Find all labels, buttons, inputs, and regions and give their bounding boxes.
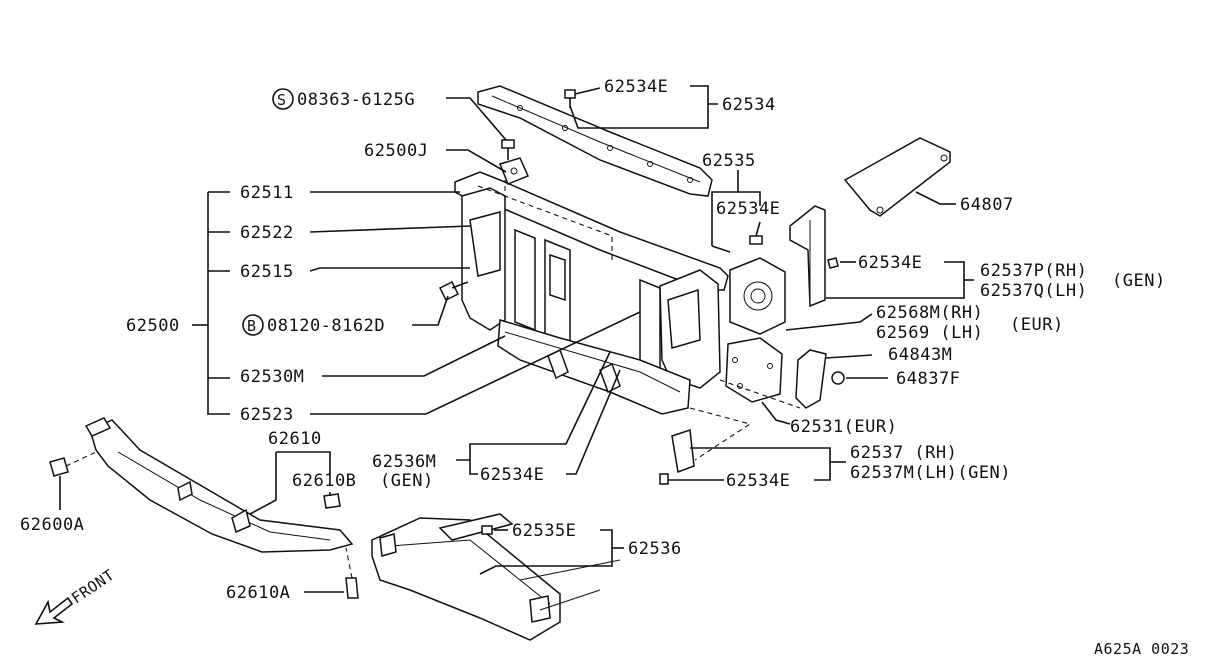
- bracket-64843m: [795, 349, 827, 409]
- bolt-08120-8162d: [438, 280, 469, 302]
- label-62534e-right: 62534E: [716, 199, 780, 219]
- label-08120-8162d: 08120-8162D: [267, 316, 385, 336]
- clip-64837f: [831, 371, 845, 385]
- label-62534: 62534: [722, 95, 776, 115]
- front-arrow: FRONT: [34, 566, 118, 625]
- label-62500j: 62500J: [364, 141, 428, 161]
- label-62534e-low: 62534E: [480, 465, 544, 485]
- stay-62537pq: [789, 205, 826, 308]
- label-62530m: 62530M: [240, 367, 304, 387]
- label-62600a: 62600A: [20, 515, 84, 535]
- label-62537m: 62537M(LH)(GEN): [850, 463, 1011, 483]
- clip-62610b: [323, 493, 341, 509]
- label-62610a: 62610A: [226, 583, 290, 603]
- bolt-62534e-mid: [827, 257, 839, 269]
- svg-text:S: S: [277, 91, 287, 109]
- label-62537q: 62537Q(LH): [980, 281, 1087, 301]
- label-62535: 62535: [702, 151, 756, 171]
- label-62568m: 62568M(RH): [876, 303, 983, 323]
- plate-62531: [725, 337, 783, 403]
- bolt-62600a: [49, 451, 97, 477]
- radiator-core-support: [454, 171, 729, 415]
- label-62531: 62531(EUR): [790, 417, 897, 437]
- label-62537p: 62537P(RH): [980, 261, 1087, 281]
- leader-lines: [59, 85, 974, 593]
- diagram-code: A625A 0023: [1094, 640, 1189, 658]
- label-62536m-note: (GEN): [380, 471, 434, 491]
- label-62610: 62610: [268, 429, 322, 449]
- label-62610b: 62610B: [292, 471, 356, 491]
- label-62537: 62537 (RH): [850, 443, 957, 463]
- label-64837f: 64837F: [896, 369, 960, 389]
- bolt-62534e-top: [564, 89, 576, 108]
- label-62536m: 62536M: [372, 452, 436, 472]
- label-62568-note: (EUR): [1010, 315, 1064, 335]
- label-62534e-bottom: 62534E: [726, 471, 790, 491]
- bumper-reinforcement-62610: [84, 417, 354, 553]
- label-08363-6125g: 08363-6125G: [297, 90, 415, 110]
- label-62535e: 62535E: [512, 521, 576, 541]
- stay-62537: [659, 428, 695, 485]
- label-62534e-mid: 62534E: [858, 253, 922, 273]
- label-62536: 62536: [628, 539, 682, 559]
- front-label: FRONT: [68, 566, 118, 608]
- label-62522: 62522: [240, 223, 294, 243]
- cross-member-62536: [371, 513, 621, 641]
- label-62511: 62511: [240, 183, 294, 203]
- bracket-62568m: [729, 257, 786, 335]
- s-symbol-icon: S: [272, 88, 294, 110]
- label-62500: 62500: [126, 316, 180, 336]
- callout-labels: 62534E 62534 08363-6125G 62500J 62535 62…: [20, 77, 1189, 658]
- b-symbol-icon: S B: [242, 314, 264, 336]
- label-64807: 64807: [960, 195, 1014, 215]
- bracket-62500j: [498, 157, 530, 185]
- label-62515: 62515: [240, 262, 294, 282]
- label-62537pq-note: (GEN): [1112, 271, 1166, 291]
- bolt-62610a: [345, 547, 359, 599]
- svg-text:B: B: [247, 317, 257, 335]
- bolt-08363-6125g: [501, 139, 515, 160]
- bolt-62534e-right: [749, 235, 763, 245]
- label-64843m: 64843M: [888, 345, 952, 365]
- shield-64807: [843, 137, 951, 217]
- bolt-62535e: [481, 525, 493, 535]
- label-62534e-top: 62534E: [604, 77, 668, 97]
- label-62523: 62523: [240, 405, 294, 425]
- label-62569: 62569 (LH): [876, 323, 983, 343]
